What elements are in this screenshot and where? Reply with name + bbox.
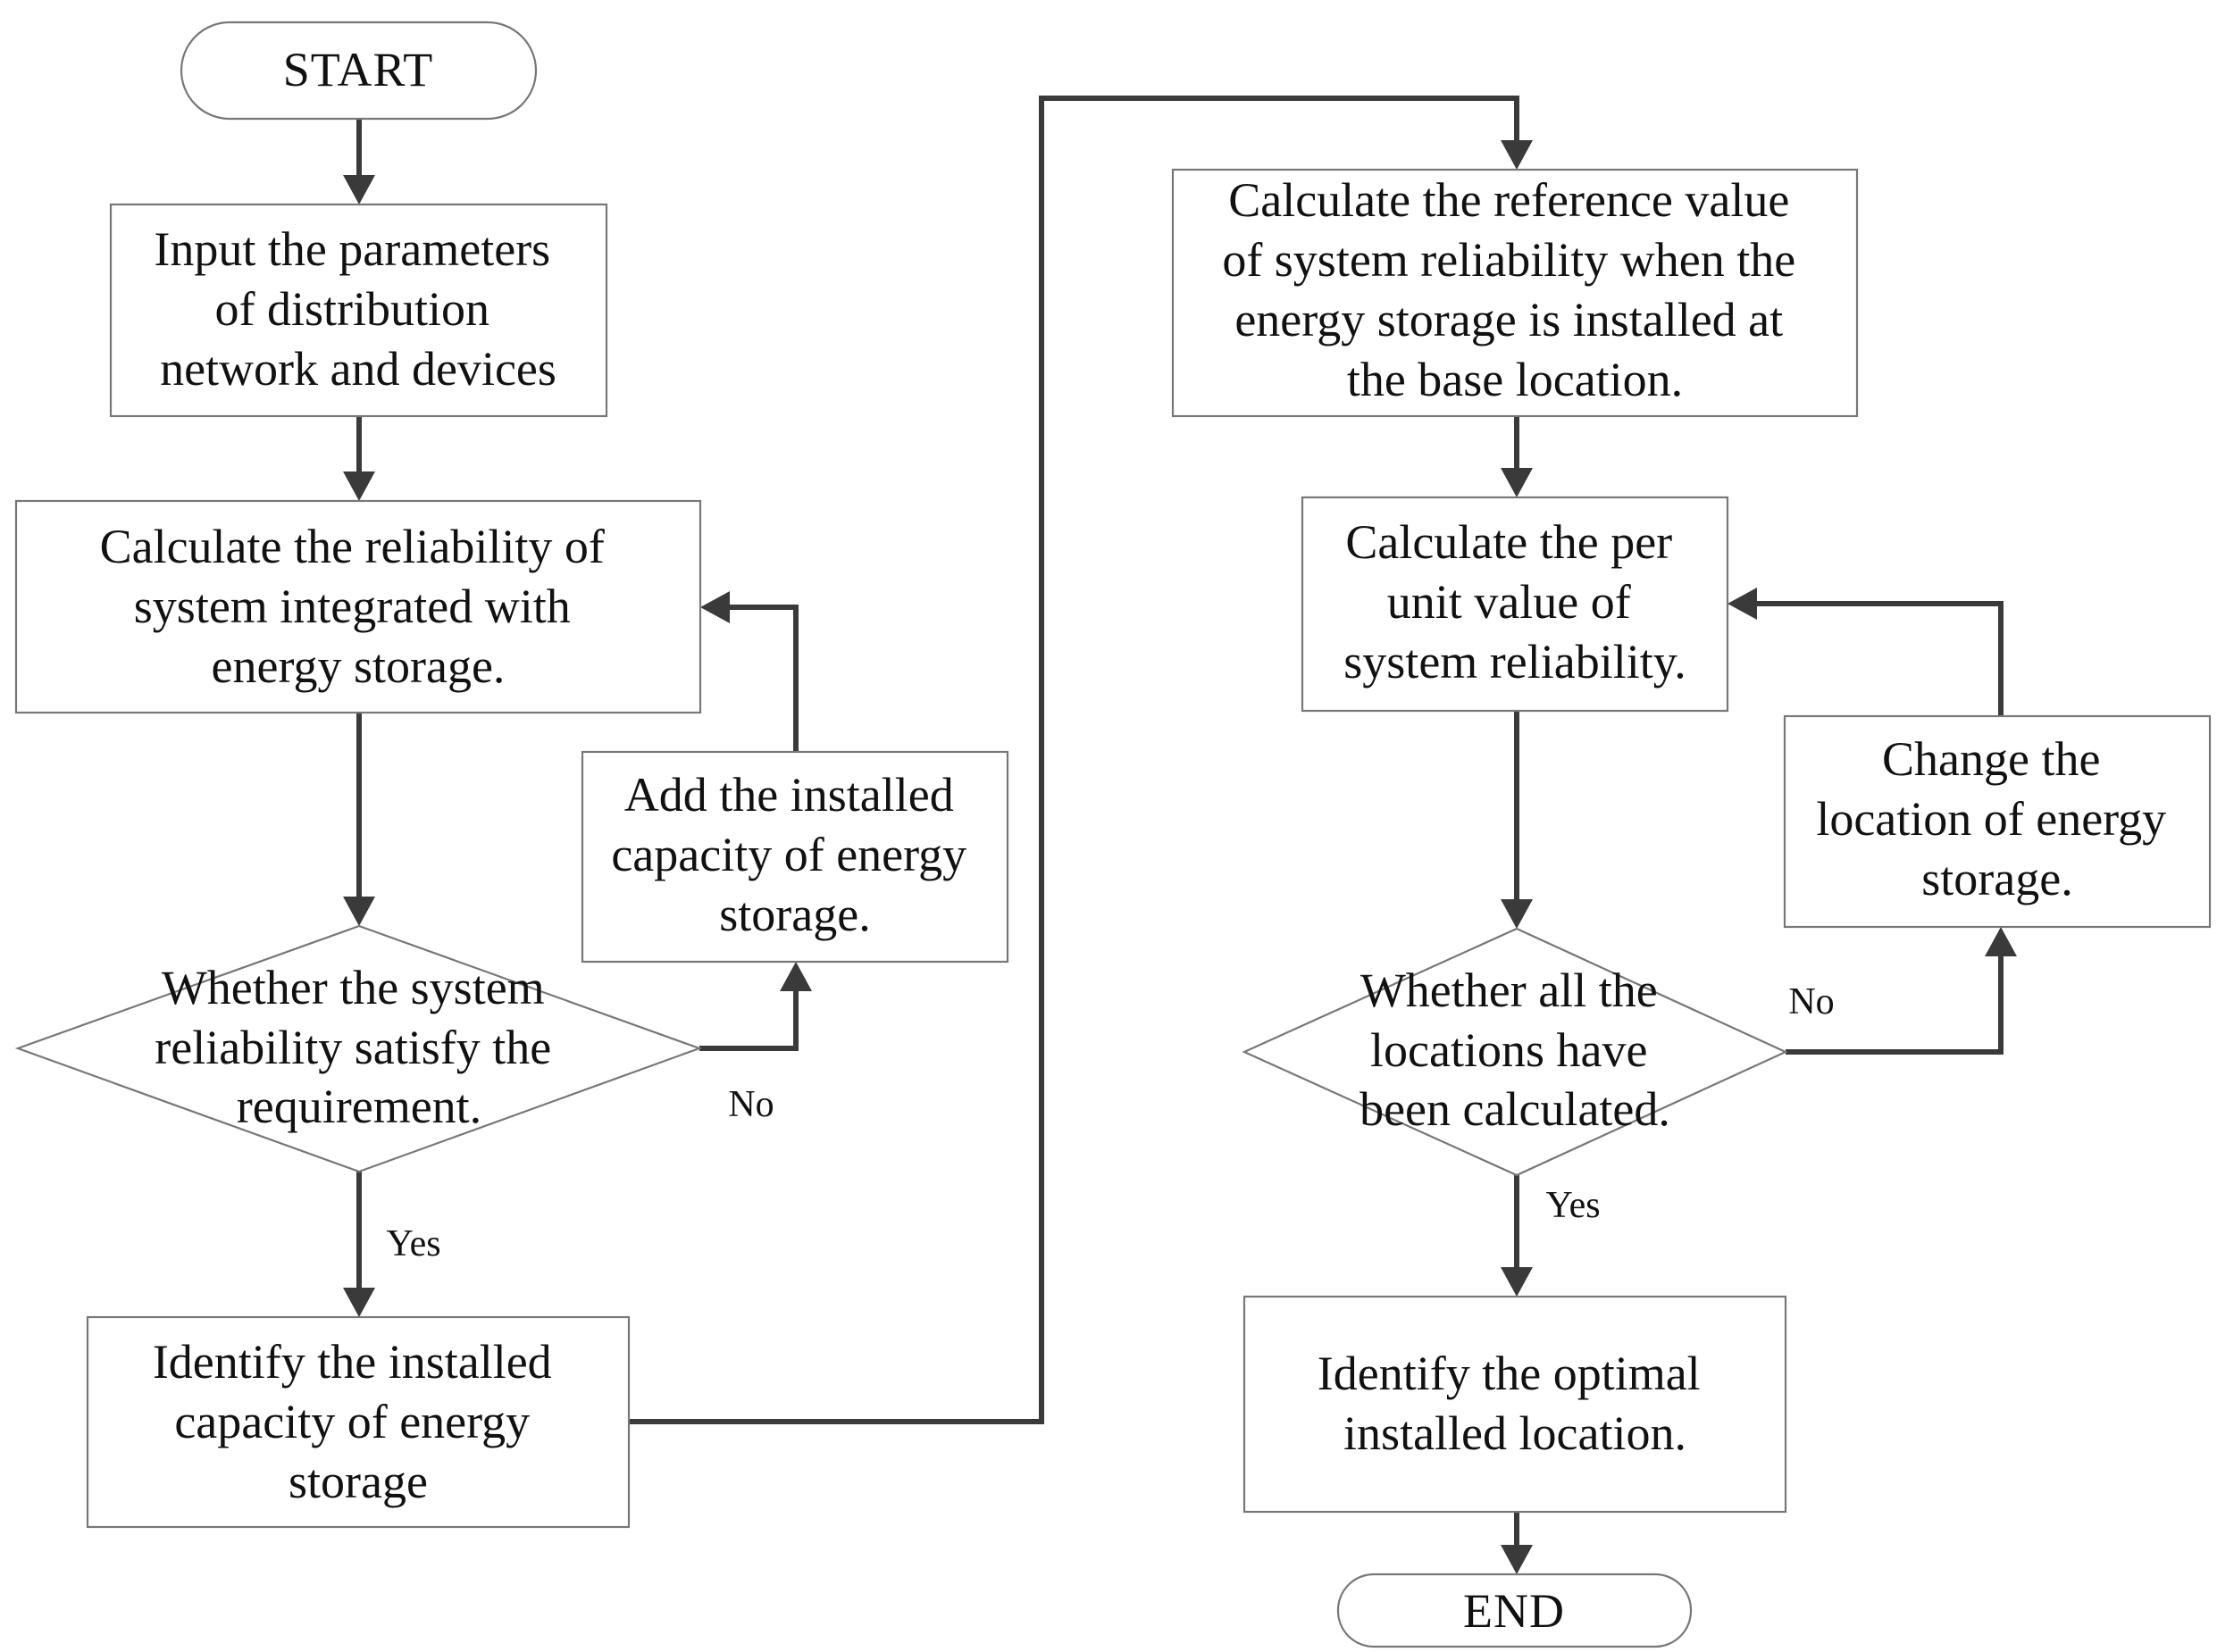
change-location-line-3: storage. [1921,852,2072,905]
arrow-decision-yes-to-identify-capacity [343,1172,375,1317]
add-capacity-line-3: storage. [719,888,870,941]
arrow-change-location-to-per-unit [1728,588,2004,716]
end-label: END [1463,1584,1565,1638]
no-branch-label-right: No [1788,981,1834,1022]
calculate-per-unit-text: Calculate the per unit value of system r… [1343,515,1686,688]
identify-capacity-text: Identify the installed capacity of energ… [153,1335,564,1508]
locations-decision-line-3: been calculated. [1359,1082,1670,1136]
arrow-input-to-calc-reliability [343,416,375,501]
identify-capacity-line-1: Identify the installed [153,1335,552,1389]
yes-branch-label-right: Yes [1545,1185,1600,1226]
yes-branch-label-left: Yes [386,1223,440,1264]
input-parameters-line-2: of distribution [215,282,490,336]
requirement-decision-text: Whether the system reliability satisfy t… [155,961,563,1133]
calculate-reference-line-3: energy storage is installed at [1234,293,1783,346]
calculate-reliability-text: Calculate the reliability of system inte… [100,520,617,693]
no-branch-label-left: No [728,1084,774,1125]
change-location-box: Change the location of energy storage. [1783,714,2212,929]
end-terminator: END [1336,1573,1693,1648]
arrow-per-unit-to-decision-2 [1501,711,1533,929]
calculate-reference-box: Calculate the reference value of system … [1171,168,1859,418]
arrow-decision-2-yes-to-identify-location [1501,1175,1533,1297]
input-parameters-text: Input the parameters of distribution net… [154,222,562,396]
arrow-identify-location-to-end [1501,1512,1533,1574]
locations-decision: Whether all the locations have been calc… [1242,927,1788,1177]
locations-decision-text: Whether all the locations have been calc… [1359,964,1670,1136]
input-parameters-line-1: Input the parameters [154,222,550,276]
identify-location-text: Identify the optimal installed location. [1318,1347,1712,1460]
locations-decision-line-2: locations have [1370,1023,1647,1077]
calculate-reference-line-1: Calculate the reference value [1228,173,1789,227]
identify-location-box: Identify the optimal installed location. [1242,1295,1787,1514]
calculate-per-unit-line-2: unit value of [1387,575,1631,629]
arrow-start-to-input [343,119,375,204]
start-label: START [283,43,433,96]
arrow-identify-capacity-to-calc-reference [629,96,1533,1424]
identify-capacity-line-2: capacity of energy [174,1395,530,1448]
calculate-reference-line-2: of system reliability when the [1222,233,1795,287]
arrow-decision-no-to-add-capacity [699,962,812,1051]
calculate-per-unit-line-1: Calculate the per [1345,515,1672,569]
add-capacity-line-1: Add the installed [624,768,954,822]
identify-location-line-1: Identify the optimal [1318,1347,1701,1400]
calculate-reliability-line-1: Calculate the reliability of [100,520,605,573]
requirement-decision-line-3: requirement. [237,1080,481,1133]
connectors [343,96,2017,1574]
locations-decision-line-1: Whether all the [1360,964,1658,1017]
add-capacity-box: Add the installed capacity of energy sto… [581,750,1009,964]
calculate-per-unit-line-3: system reliability. [1343,635,1686,688]
start-terminator: START [180,21,538,121]
requirement-decision-line-1: Whether the system [162,961,545,1014]
calculate-reference-line-4: the base location. [1347,353,1683,406]
calculate-per-unit-box: Calculate the per unit value of system r… [1301,496,1729,713]
calculate-reliability-line-3: energy storage. [212,639,506,693]
calculate-reliability-box: Calculate the reliability of system inte… [14,499,702,714]
identify-capacity-box: Identify the installed capacity of energ… [86,1315,631,1529]
identify-capacity-line-3: storage [289,1455,428,1508]
requirement-decision: Whether the system reliability satisfy t… [14,924,703,1173]
requirement-decision-line-2: reliability satisfy the [155,1021,551,1074]
add-capacity-line-2: capacity of energy [611,828,966,881]
arrow-add-capacity-to-calc-reliability [700,591,799,752]
change-location-text: Change the location of energy storage. [1816,732,2178,905]
add-capacity-text: Add the installed capacity of energy sto… [611,768,978,941]
input-parameters-line-3: network and devices [160,342,556,396]
arrow-calc-reference-to-per-unit [1501,416,1533,497]
input-parameters-box: Input the parameters of distribution net… [109,203,608,418]
calculate-reference-text: Calculate the reference value of system … [1222,173,1807,406]
arrow-calc-reliability-to-decision [343,713,375,926]
change-location-line-2: location of energy [1816,792,2166,846]
change-location-line-1: Change the [1882,732,2100,786]
calculate-reliability-line-2: system integrated with [134,580,571,633]
arrow-decision-2-no-to-change-location [1786,927,2017,1055]
identify-location-line-2: installed location. [1343,1406,1686,1460]
